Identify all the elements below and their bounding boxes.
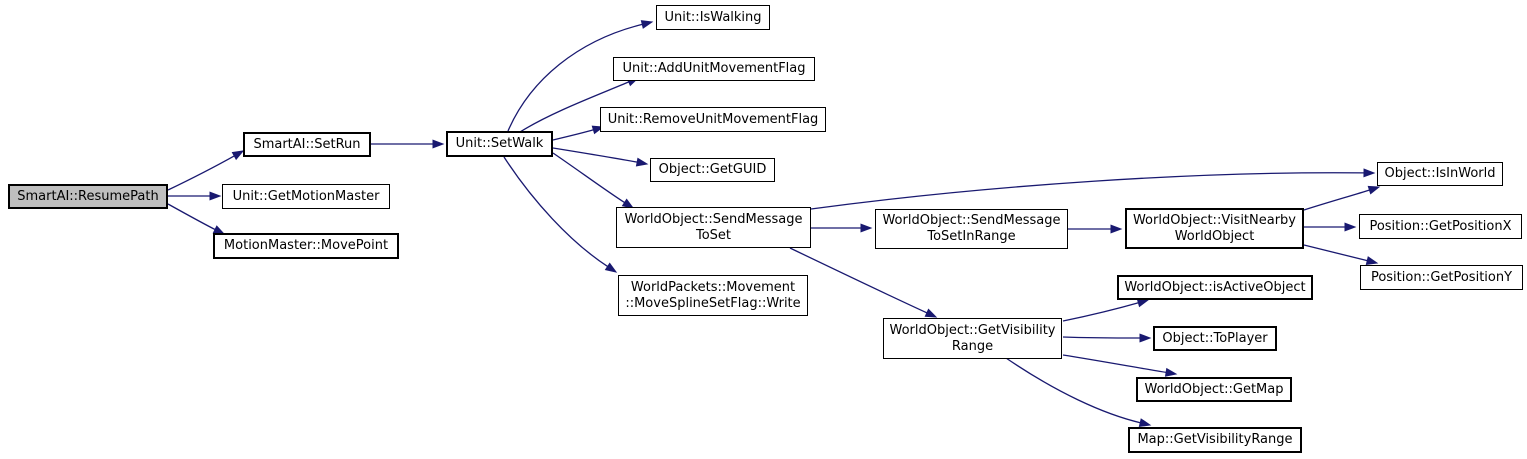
arrowhead-resume-path-to-get-motion-master bbox=[209, 191, 222, 201]
node-set-walk[interactable]: Unit::SetWalk bbox=[446, 131, 553, 157]
arrowhead-set-walk-to-get-guid bbox=[635, 157, 649, 167]
arrowhead-send-message-to-set-to-send-message-to-set-in-range bbox=[860, 223, 873, 233]
node-label: WorldObject::GetMap bbox=[1144, 381, 1284, 397]
node-get-motion-master[interactable]: Unit::GetMotionMaster bbox=[222, 184, 390, 209]
node-add-unit-movement-flag[interactable]: Unit::AddUnitMovementFlag bbox=[613, 57, 815, 81]
edge-get-visibility-range-to-get-map bbox=[1062, 354, 1168, 374]
edge-set-walk-to-move-spline-set-flag-write bbox=[503, 156, 609, 268]
edge-visit-nearby-world-object-to-get-position-y bbox=[1303, 244, 1369, 262]
node-get-map[interactable]: WorldObject::GetMap bbox=[1136, 377, 1292, 402]
node-move-spline-set-flag-write[interactable]: WorldPackets::Movement::MoveSplineSetFla… bbox=[618, 275, 808, 316]
edge-set-walk-to-add-unit-movement-flag bbox=[519, 80, 630, 133]
node-label: Range bbox=[951, 338, 994, 354]
node-label: Unit::GetMotionMaster bbox=[232, 188, 380, 204]
edge-send-message-to-set-to-is-in-world bbox=[810, 172, 1366, 210]
node-label: Map::GetVisibilityRange bbox=[1137, 432, 1293, 447]
edge-set-walk-to-is-walking bbox=[507, 23, 644, 132]
node-label: WorldObject::SendMessage bbox=[882, 213, 1061, 228]
node-label: WorldPackets::Movement bbox=[630, 279, 796, 295]
node-label: Unit::IsWalking bbox=[664, 9, 762, 25]
node-label: WorldObject::VisitNearby bbox=[1132, 212, 1297, 228]
edge-get-visibility-range-to-map-get-visibility-range bbox=[1005, 357, 1142, 424]
node-label: Unit::AddUnitMovementFlag bbox=[622, 61, 806, 76]
node-to-player[interactable]: Object::ToPlayer bbox=[1153, 326, 1277, 351]
arrowhead-get-visibility-range-to-get-map bbox=[1164, 367, 1178, 377]
node-remove-unit-movement-flag[interactable]: Unit::RemoveUnitMovementFlag bbox=[600, 107, 826, 132]
node-is-walking[interactable]: Unit::IsWalking bbox=[656, 5, 770, 30]
edge-send-message-to-set-to-get-visibility-range bbox=[789, 247, 929, 314]
node-label: Object::IsInWorld bbox=[1384, 166, 1496, 181]
node-label: WorldObject::isActiveObject bbox=[1124, 279, 1306, 295]
node-label: WorldObject bbox=[1174, 228, 1255, 244]
node-is-in-world[interactable]: Object::IsInWorld bbox=[1377, 162, 1503, 186]
node-label: SmartAI::ResumePath bbox=[17, 188, 159, 204]
node-set-run[interactable]: SmartAI::SetRun bbox=[243, 132, 371, 157]
node-label: Position::GetPositionX bbox=[1369, 218, 1512, 234]
arrowhead-set-walk-to-send-message-to-set bbox=[621, 198, 635, 209]
edge-resume-path-to-set-run bbox=[167, 154, 236, 191]
node-label: ToSetInRange bbox=[927, 229, 1016, 244]
arrowhead-visit-nearby-world-object-to-is-in-world bbox=[1367, 185, 1381, 195]
arrowhead-send-message-to-set-to-is-in-world bbox=[1363, 168, 1376, 178]
node-get-position-x[interactable]: Position::GetPositionX bbox=[1359, 214, 1522, 239]
edge-set-walk-to-send-message-to-set bbox=[552, 152, 626, 204]
arrowhead-get-visibility-range-to-map-get-visibility-range bbox=[1138, 418, 1152, 428]
arrowhead-visit-nearby-world-object-to-get-position-y bbox=[1365, 256, 1379, 265]
node-get-guid[interactable]: Object::GetGUID bbox=[650, 158, 775, 182]
arrowhead-resume-path-to-set-run bbox=[231, 150, 245, 161]
edge-set-walk-to-get-guid bbox=[552, 147, 639, 163]
node-label: ToSet bbox=[695, 227, 732, 243]
arrowhead-send-message-to-set-to-get-visibility-range bbox=[924, 308, 938, 318]
node-label: Unit::SetWalk bbox=[455, 136, 544, 151]
arrowhead-visit-nearby-world-object-to-get-position-x bbox=[1344, 222, 1357, 232]
arrowhead-get-visibility-range-to-is-active-object bbox=[1136, 298, 1150, 308]
node-label: MotionMaster::MovePoint bbox=[223, 238, 389, 253]
edge-visit-nearby-world-object-to-is-in-world bbox=[1303, 189, 1371, 211]
arrowhead-set-walk-to-is-walking bbox=[640, 20, 654, 29]
node-resume-path: SmartAI::ResumePath bbox=[8, 184, 168, 209]
edge-resume-path-to-move-point bbox=[167, 203, 217, 231]
arrowhead-get-visibility-range-to-to-player bbox=[1139, 333, 1152, 343]
node-label: Object::ToPlayer bbox=[1162, 330, 1268, 346]
node-label: Object::GetGUID bbox=[658, 162, 767, 177]
edge-get-visibility-range-to-is-active-object bbox=[1062, 301, 1140, 322]
node-label: Unit::RemoveUnitMovementFlag bbox=[607, 111, 819, 127]
arrowhead-set-walk-to-move-spline-set-flag-write bbox=[604, 262, 618, 273]
node-label: ::MoveSplineSetFlag::Write bbox=[625, 295, 801, 311]
node-label: WorldObject::GetVisibility bbox=[889, 322, 1056, 338]
node-label: WorldObject::SendMessage bbox=[624, 211, 803, 227]
node-is-active-object[interactable]: WorldObject::isActiveObject bbox=[1117, 275, 1313, 300]
node-get-position-y[interactable]: Position::GetPositionY bbox=[1360, 265, 1523, 290]
node-label: SmartAI::SetRun bbox=[253, 136, 361, 152]
node-label: Position::GetPositionY bbox=[1370, 269, 1513, 285]
arrowhead-set-run-to-set-walk bbox=[432, 139, 445, 149]
edge-get-visibility-range-to-to-player bbox=[1062, 336, 1142, 339]
node-map-get-visibility-range[interactable]: Map::GetVisibilityRange bbox=[1128, 427, 1302, 453]
edge-set-walk-to-remove-unit-movement-flag bbox=[552, 128, 595, 141]
node-move-point[interactable]: MotionMaster::MovePoint bbox=[213, 233, 399, 259]
arrowhead-send-message-to-set-in-range-to-visit-nearby-world-object bbox=[1110, 224, 1123, 234]
